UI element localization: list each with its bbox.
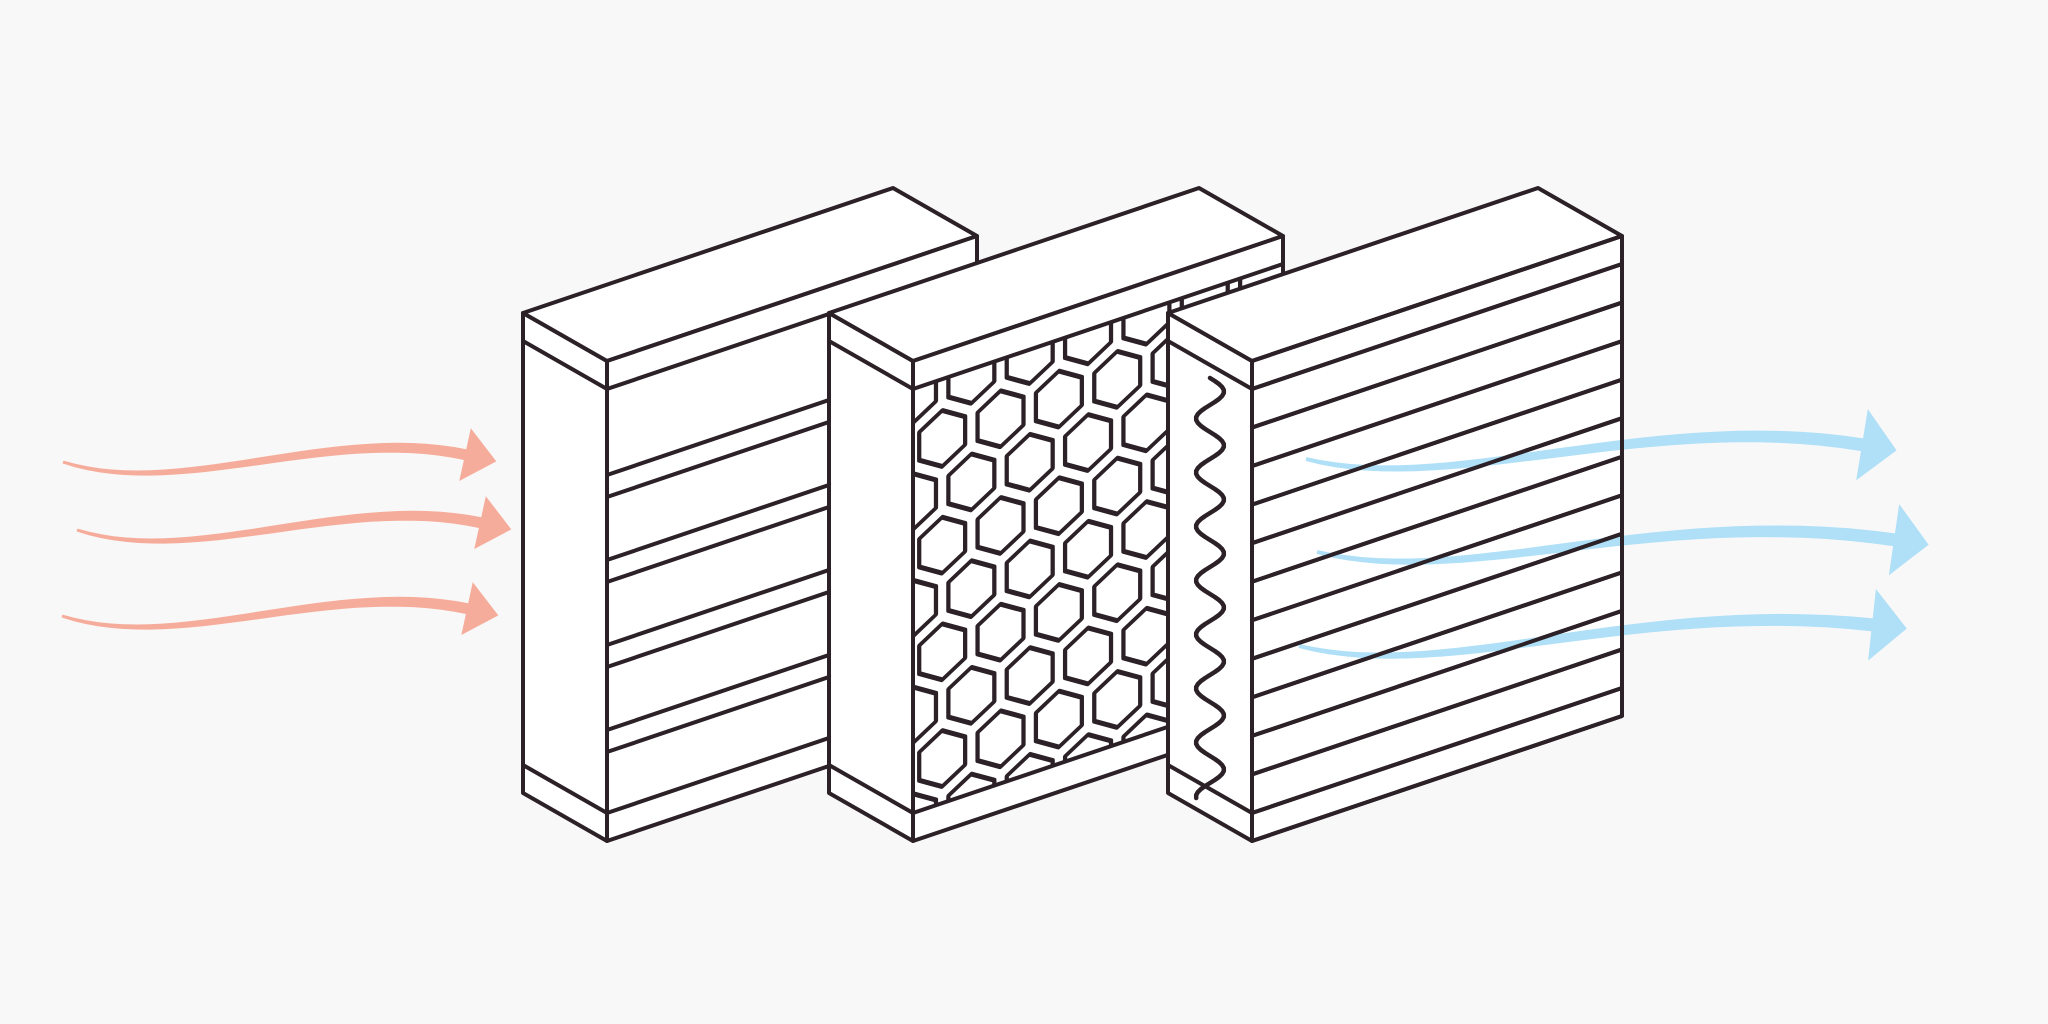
honeycomb-cell bbox=[1033, 582, 1084, 643]
honeycomb-cell bbox=[917, 514, 968, 576]
frame-line-side bbox=[521, 763, 609, 815]
pleat-line bbox=[1250, 493, 1624, 623]
honeycomb-cell bbox=[975, 388, 1026, 450]
panel-side-face bbox=[827, 311, 915, 843]
honeycomb-cell bbox=[1004, 431, 1055, 493]
honeycomb-cell bbox=[946, 771, 997, 813]
honeycomb-cell bbox=[946, 664, 997, 726]
honeycomb-cell bbox=[1033, 688, 1084, 750]
outflow-arrow-3-body bbox=[1298, 613, 1875, 659]
honeycomb-cell bbox=[1004, 645, 1055, 706]
inflow-arrow-2 bbox=[76, 496, 512, 549]
honeycomb-cell bbox=[1004, 538, 1055, 600]
frame-line-side bbox=[521, 339, 609, 391]
outflow-arrows bbox=[1298, 409, 1929, 661]
honeycomb-cell bbox=[946, 451, 997, 513]
inflow-arrow-3-body bbox=[61, 596, 471, 630]
honeycomb-cell bbox=[913, 791, 939, 813]
inflow-arrow-1-body bbox=[62, 442, 469, 476]
pleat-line bbox=[1250, 377, 1624, 507]
inflow-arrow-1-head-icon bbox=[459, 428, 497, 481]
frame-line-side bbox=[827, 339, 915, 391]
outflow-arrow-2-head-icon bbox=[1888, 504, 1929, 576]
pleat-line bbox=[1250, 531, 1624, 661]
honeycomb-cell bbox=[975, 601, 1026, 663]
frame-line-side bbox=[1166, 339, 1254, 391]
panel-front-face-outline bbox=[1250, 234, 1624, 843]
pleat-line bbox=[1250, 570, 1624, 700]
inflow-arrow-1 bbox=[62, 428, 497, 481]
outflow-arrow-1 bbox=[1305, 409, 1897, 481]
honeycomb-cell bbox=[913, 577, 939, 639]
outflow-arrow-3 bbox=[1298, 588, 1907, 661]
outflow-arrow-2 bbox=[1316, 504, 1929, 576]
panel-side-face bbox=[521, 311, 609, 843]
honeycomb-cell bbox=[1062, 625, 1114, 687]
frame-line-front bbox=[1250, 686, 1624, 815]
honeycomb-cell bbox=[946, 558, 997, 620]
frame-line-front bbox=[1250, 262, 1624, 391]
honeycomb-cell bbox=[913, 471, 939, 533]
frame-line-side bbox=[1166, 763, 1254, 815]
honeycomb-cell bbox=[1033, 475, 1084, 537]
honeycomb-cell bbox=[1092, 455, 1143, 517]
pleat-line bbox=[1250, 608, 1624, 738]
honeycomb-cell bbox=[917, 621, 968, 683]
inflow-arrow-3-head-icon bbox=[461, 582, 499, 635]
honeycomb-cell bbox=[913, 684, 939, 746]
inflow-arrow-2-head-icon bbox=[474, 496, 512, 549]
honeycomb-cell bbox=[975, 495, 1026, 556]
honeycomb-cell bbox=[917, 408, 968, 469]
honeycomb-cell bbox=[1062, 518, 1114, 580]
inflow-arrow-2-body bbox=[76, 510, 484, 544]
honeycomb-cell bbox=[1092, 562, 1143, 624]
pleat-line bbox=[1250, 339, 1624, 469]
pleat-line bbox=[1250, 416, 1624, 546]
pleat-lines-overlay bbox=[1250, 234, 1624, 843]
outflow-arrow-2-body bbox=[1316, 525, 1897, 565]
outflow-arrow-1-head-icon bbox=[1856, 409, 1897, 481]
frame-line-side bbox=[827, 763, 915, 815]
honeycomb-cell bbox=[1092, 669, 1143, 730]
frame-line-front bbox=[911, 262, 1285, 391]
outflow-arrow-1-body bbox=[1305, 430, 1865, 472]
pleat-line bbox=[1250, 300, 1624, 430]
pleat-line bbox=[1250, 454, 1624, 584]
honeycomb-cell bbox=[1062, 412, 1114, 473]
honeycomb-cell bbox=[975, 708, 1026, 770]
honeycomb-cell bbox=[1033, 368, 1084, 430]
outflow-arrow-3-head-icon bbox=[1868, 588, 1907, 661]
honeycomb-cell bbox=[917, 728, 968, 789]
honeycomb-cell bbox=[1092, 348, 1143, 410]
inflow-arrows bbox=[61, 428, 512, 635]
media-wave-line bbox=[1193, 375, 1227, 801]
panel-side-face bbox=[1166, 311, 1254, 843]
pleat-line bbox=[1250, 647, 1624, 777]
inflow-arrow-3 bbox=[61, 582, 499, 635]
